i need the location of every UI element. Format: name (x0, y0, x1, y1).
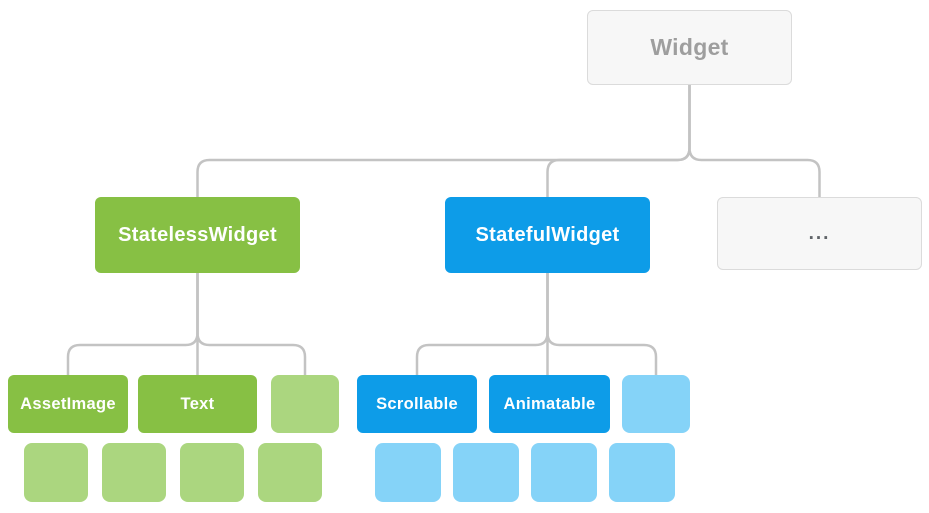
edge-stateless-assetimage (66, 273, 199, 375)
edge-widget-stateless (196, 85, 691, 197)
node-stateful-widget: StatefulWidget (445, 197, 650, 273)
edge-stateful-scrollable (415, 273, 549, 375)
edge-widget-stateful (546, 85, 691, 197)
ellipsis-label: ... (808, 222, 831, 244)
placeholder-box-green (102, 443, 166, 502)
placeholder-box-green (258, 443, 322, 502)
placeholder-box-blue (531, 443, 597, 502)
node-stateless-widget-label: StatelessWidget (118, 223, 277, 246)
node-widget: Widget (587, 10, 792, 85)
node-text-label: Text (180, 394, 215, 413)
node-animatable: Animatable (489, 375, 610, 433)
placeholder-box-blue (609, 443, 675, 502)
placeholder-box-blue (375, 443, 441, 502)
node-stateful-widget-label: StatefulWidget (475, 223, 620, 246)
node-animatable-label: Animatable (503, 394, 596, 413)
placeholder-box-green (24, 443, 88, 502)
node-text: Text (138, 375, 257, 433)
node-scrollable: Scrollable (357, 375, 477, 433)
node-widget-label: Widget (650, 34, 729, 60)
placeholder-box-green (180, 443, 244, 502)
node-asset-image: AssetImage (8, 375, 128, 433)
edge-stateless-placeholder (196, 273, 307, 375)
placeholder-box-blue (622, 375, 690, 433)
node-asset-image-label: AssetImage (20, 394, 116, 413)
node-other-widgets: ... (717, 197, 922, 270)
node-scrollable-label: Scrollable (376, 394, 458, 413)
placeholder-box-blue (453, 443, 519, 502)
placeholder-box-green (271, 375, 339, 433)
node-stateless-widget: StatelessWidget (95, 197, 300, 273)
edge-stateful-placeholder (546, 273, 658, 375)
edge-widget-other (688, 85, 821, 197)
